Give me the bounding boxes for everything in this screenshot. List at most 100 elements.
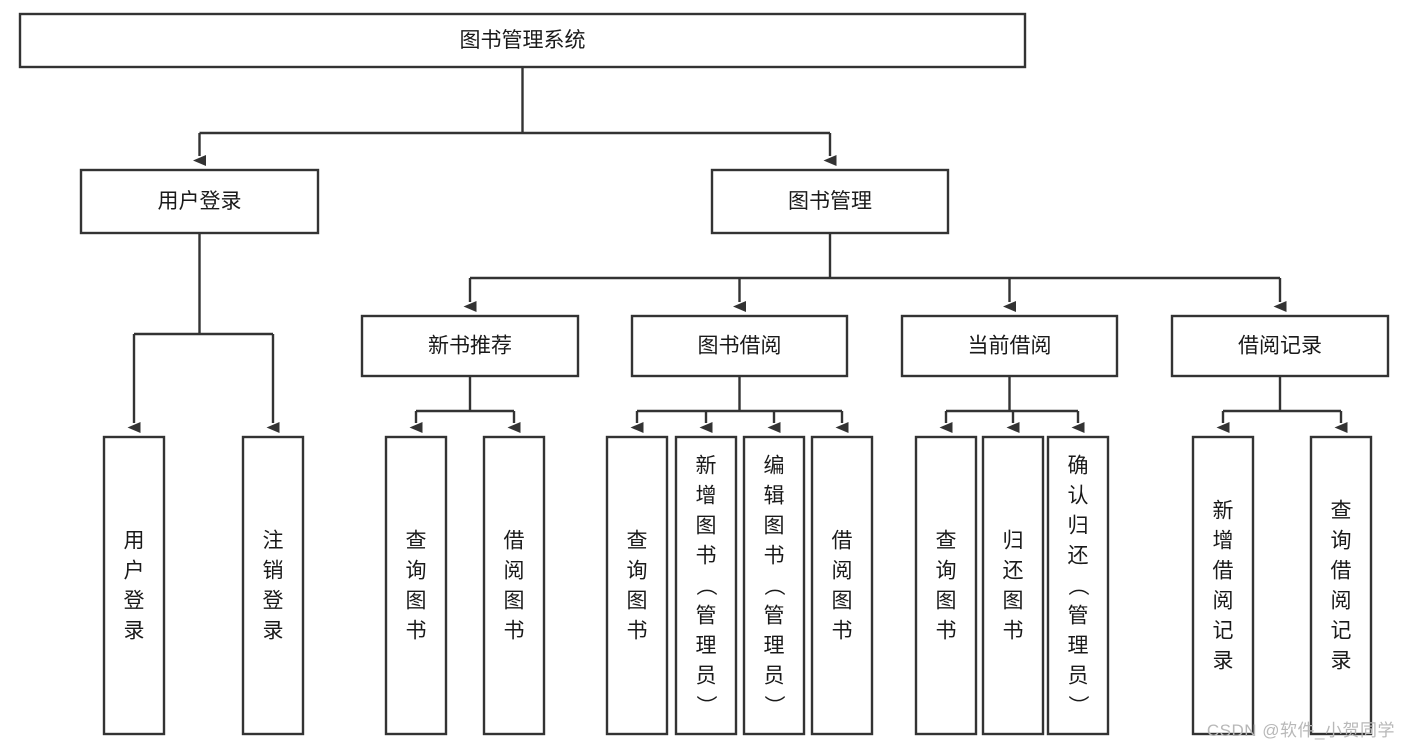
leaf-label-char: 录 (263, 620, 284, 643)
leaf-label-char: 登 (124, 590, 145, 613)
leaf-box (674, 435, 738, 736)
leaf-box (742, 435, 806, 736)
leaf-label-char: 记 (1213, 620, 1234, 643)
leaf-label-char: 询 (936, 560, 957, 583)
leaf-label-char: 借 (832, 530, 853, 553)
node-new-book-rec[interactable]: 新书推荐 (360, 314, 580, 378)
leaf-label-char: （ (1066, 575, 1089, 596)
csdn-watermark: CSDN @软件_小贺同学 (1206, 721, 1395, 740)
leaf-label-char: 书 (832, 620, 853, 643)
leaf-label-char: 图 (1003, 590, 1024, 613)
leaf-box (810, 435, 874, 736)
leaf-box (241, 435, 305, 736)
leaf-label-char: 书 (696, 545, 717, 568)
leaf-label-char: 查 (406, 530, 427, 553)
leaf-label-char: 录 (1331, 650, 1352, 673)
node-label-root: 图书管理系统 (460, 29, 586, 52)
leaf-box (384, 435, 448, 736)
leaf-label-char: 书 (1003, 620, 1024, 643)
node-borrow-record[interactable]: 借阅记录 (1170, 314, 1390, 378)
leaf-label-char: 图 (936, 590, 957, 613)
leaf-label-char: 借 (1331, 560, 1352, 583)
leaf-label-char: 增 (696, 485, 717, 508)
leaf-label-char: 确 (1068, 455, 1089, 478)
leaf-label-char: 归 (1003, 530, 1024, 553)
leaf-box (914, 435, 978, 736)
leaf-box (482, 435, 546, 736)
leaf-label-char: ） (694, 695, 717, 716)
node-box (710, 168, 950, 235)
node-label-book-manage: 图书管理 (788, 190, 872, 213)
leaf-label-char: 管 (696, 605, 717, 628)
node-label-user-login: 用户登录 (158, 190, 242, 213)
leaf-label-char: 图 (406, 590, 427, 613)
leaf-label-char: 录 (1213, 650, 1234, 673)
leaf-label-char: 记 (1331, 620, 1352, 643)
leaf-label-char: 管 (764, 605, 785, 628)
leaf-label-char: 新 (696, 455, 717, 478)
leaf-label-char: 还 (1068, 545, 1089, 568)
node-book-manage[interactable]: 图书管理 (710, 168, 950, 235)
leaf-label-char: 查 (1331, 500, 1352, 523)
leaf-label-char: 阅 (832, 560, 853, 583)
leaf-label-char: 员 (1068, 665, 1089, 688)
leaf-label-char: 注 (263, 530, 284, 553)
leaf-label-char: 书 (764, 545, 785, 568)
node-root[interactable]: 图书管理系统 (18, 12, 1027, 69)
leaf-label-char: 书 (936, 620, 957, 643)
leaf-label-char: 图 (504, 590, 525, 613)
leaf-label-char: ） (1066, 695, 1089, 716)
leaf-label-char: 理 (696, 635, 717, 658)
node-label-borrow-record: 借阅记录 (1238, 335, 1322, 358)
leaf-label-char: 还 (1003, 560, 1024, 583)
leaf-label-char: 户 (124, 560, 145, 583)
node-box (1170, 314, 1390, 378)
leaf-label-char: 书 (504, 620, 525, 643)
leaf-label-char: 销 (263, 560, 284, 583)
leaf-label-char: 借 (1213, 560, 1234, 583)
node-label-new-book-rec: 新书推荐 (428, 335, 512, 358)
leaf-label-char: 书 (406, 620, 427, 643)
leaf-label-char: 理 (1068, 635, 1089, 658)
leaf-label-char: 阅 (504, 560, 525, 583)
leaf-label-char: 询 (627, 560, 648, 583)
node-box (18, 12, 1027, 69)
leaf-box (1309, 435, 1373, 736)
leaf-label-char: 员 (696, 665, 717, 688)
node-current-borrow[interactable]: 当前借阅 (900, 314, 1119, 378)
leaf-leaf-user-login[interactable]: 用户登录 (102, 435, 166, 736)
leaf-box (605, 435, 669, 736)
leaf-label-char: 查 (936, 530, 957, 553)
node-label-book-borrow: 图书借阅 (698, 335, 782, 358)
node-book-borrow[interactable]: 图书借阅 (630, 314, 849, 378)
leaf-label-char: 书 (627, 620, 648, 643)
leaf-label-char: 编 (764, 455, 785, 478)
leaf-label-char: 新 (1213, 500, 1234, 523)
leaf-label-char: 管 (1068, 605, 1089, 628)
node-layer: 图书管理系统用户登录图书管理新书推荐图书借阅当前借阅借阅记录用户登录注销登录查询… (18, 12, 1390, 736)
leaf-label-char: 增 (1213, 530, 1234, 553)
leaf-label-char: 询 (1331, 530, 1352, 553)
leaf-label-char: 录 (124, 620, 145, 643)
leaf-label-char: 认 (1068, 485, 1089, 508)
leaf-box (1191, 435, 1255, 736)
leaf-label-char: 图 (832, 590, 853, 613)
node-user-login[interactable]: 用户登录 (79, 168, 320, 235)
leaf-label-char: 理 (764, 635, 785, 658)
leaf-label-char: 图 (627, 590, 648, 613)
leaf-label-char: 阅 (1331, 590, 1352, 613)
leaf-label-char: 登 (263, 590, 284, 613)
